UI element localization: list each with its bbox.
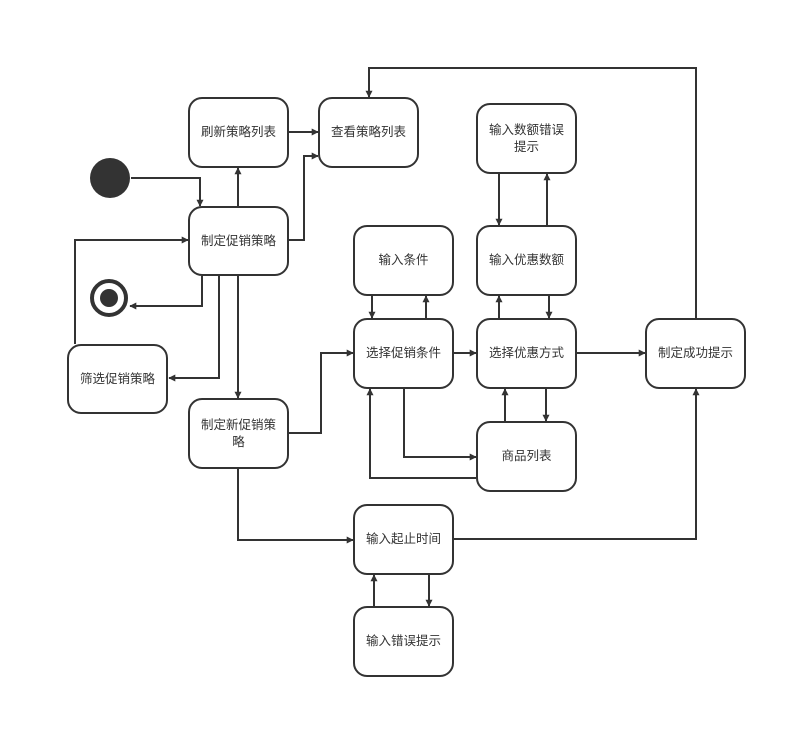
node-amount-error-label: 输入数额错误提示 [488, 122, 564, 154]
node-input-error: 输入错误提示 [353, 606, 454, 677]
edge-product-to-select-condition [366, 388, 476, 479]
edge-start-to-make-strategy [131, 177, 204, 207]
node-new-strategy: 制定新促销策略 [188, 398, 289, 469]
node-filter-strategy-label: 筛选促销策略 [79, 370, 155, 386]
node-new-strategy-label: 制定新促销策略 [200, 417, 276, 449]
node-select-method-label: 选择优惠方式 [488, 345, 564, 361]
node-product-list: 商品列表 [476, 421, 577, 492]
node-select-condition-label: 选择促销条件 [365, 345, 441, 361]
edge-select-condition-to-product [403, 389, 477, 461]
node-success-prompt-label: 制定成功提示 [657, 345, 733, 361]
edge-filter-to-make [74, 236, 189, 344]
final-node-dot [100, 289, 118, 307]
node-product-list-label: 商品列表 [501, 448, 552, 464]
final-node [90, 279, 128, 317]
node-select-method: 选择优惠方式 [476, 318, 577, 389]
node-refresh-list-label: 刷新策略列表 [200, 124, 276, 140]
node-input-error-label: 输入错误提示 [365, 633, 441, 649]
edge-new-to-select-condition [289, 349, 354, 434]
node-input-time: 输入起止时间 [353, 504, 454, 575]
node-refresh-list: 刷新策略列表 [188, 97, 289, 168]
edge-make-to-end [129, 276, 203, 310]
edge-make-to-view [289, 152, 319, 241]
edge-time-to-success [454, 388, 700, 540]
node-amount-error: 输入数额错误提示 [476, 103, 577, 174]
node-view-list: 查看策略列表 [318, 97, 419, 168]
edge-make-to-filter [168, 276, 220, 382]
node-input-amount: 输入优惠数额 [476, 225, 577, 296]
node-make-strategy: 制定促销策略 [188, 206, 289, 276]
node-input-amount-label: 输入优惠数额 [488, 252, 564, 268]
node-success-prompt: 制定成功提示 [645, 318, 746, 389]
node-filter-strategy: 筛选促销策略 [67, 344, 168, 414]
initial-node [90, 158, 130, 198]
node-view-list-label: 查看策略列表 [330, 124, 406, 140]
node-input-time-label: 输入起止时间 [365, 531, 441, 547]
node-make-strategy-label: 制定促销策略 [200, 232, 276, 248]
node-input-condition: 输入条件 [353, 225, 454, 296]
node-input-condition-label: 输入条件 [378, 252, 429, 268]
node-select-condition: 选择促销条件 [353, 318, 454, 389]
edge-success-to-view [365, 67, 697, 319]
edge-new-to-input-time [237, 469, 354, 544]
